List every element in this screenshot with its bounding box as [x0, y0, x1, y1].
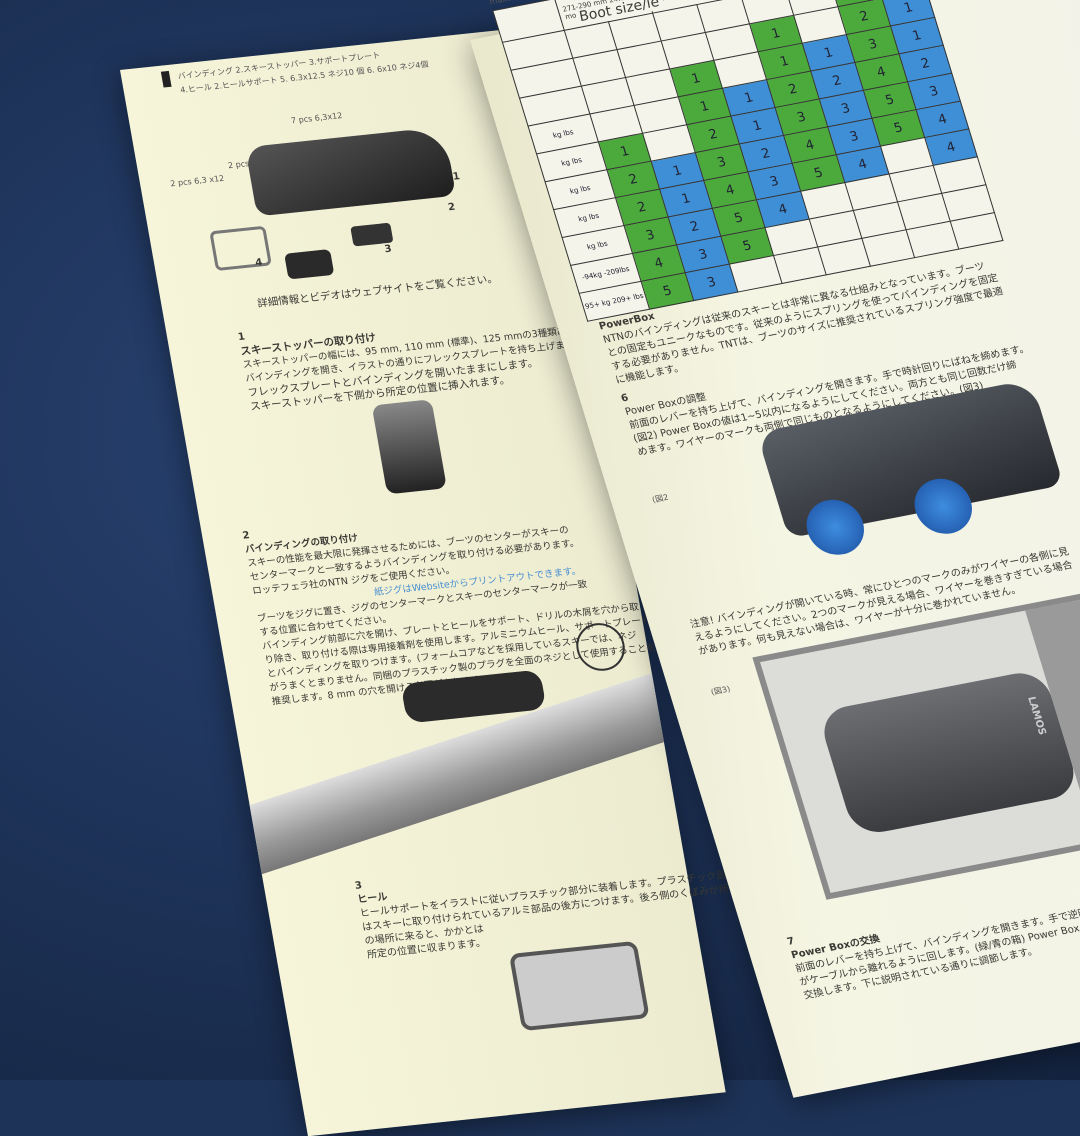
section-1: 1 スキーストッパーの取り付け スキーストッパーの幅には、95 mm, 110 … — [237, 295, 604, 414]
screw-label: 2 pcs 6,3 x12 — [169, 173, 225, 189]
arrow-marker-icon — [160, 70, 172, 88]
heel-part-illustration — [284, 249, 335, 280]
screw-label: 7 pcs 6,3x12 — [290, 111, 344, 126]
part-number: 2 — [447, 201, 457, 214]
section-2: 2 バインディングの取り付け スキーの性能を最大限に発揮させるためには、ブーツの… — [242, 490, 657, 709]
heel-support-illustration — [508, 940, 650, 1032]
part-number: 3 — [383, 243, 393, 256]
binding-exploded-illustration — [245, 126, 457, 217]
section-3: 3 ヒール ヒールサポートをイラストに従いプラスチック部分に装着します。プラスチ… — [354, 840, 747, 963]
figure-label: (図2 — [650, 492, 670, 505]
heel-unit-illustration — [816, 668, 1080, 838]
figure-label: (図3) — [709, 684, 732, 697]
part-number: 1 — [451, 171, 461, 183]
ski-stopper-illustration — [371, 399, 447, 495]
